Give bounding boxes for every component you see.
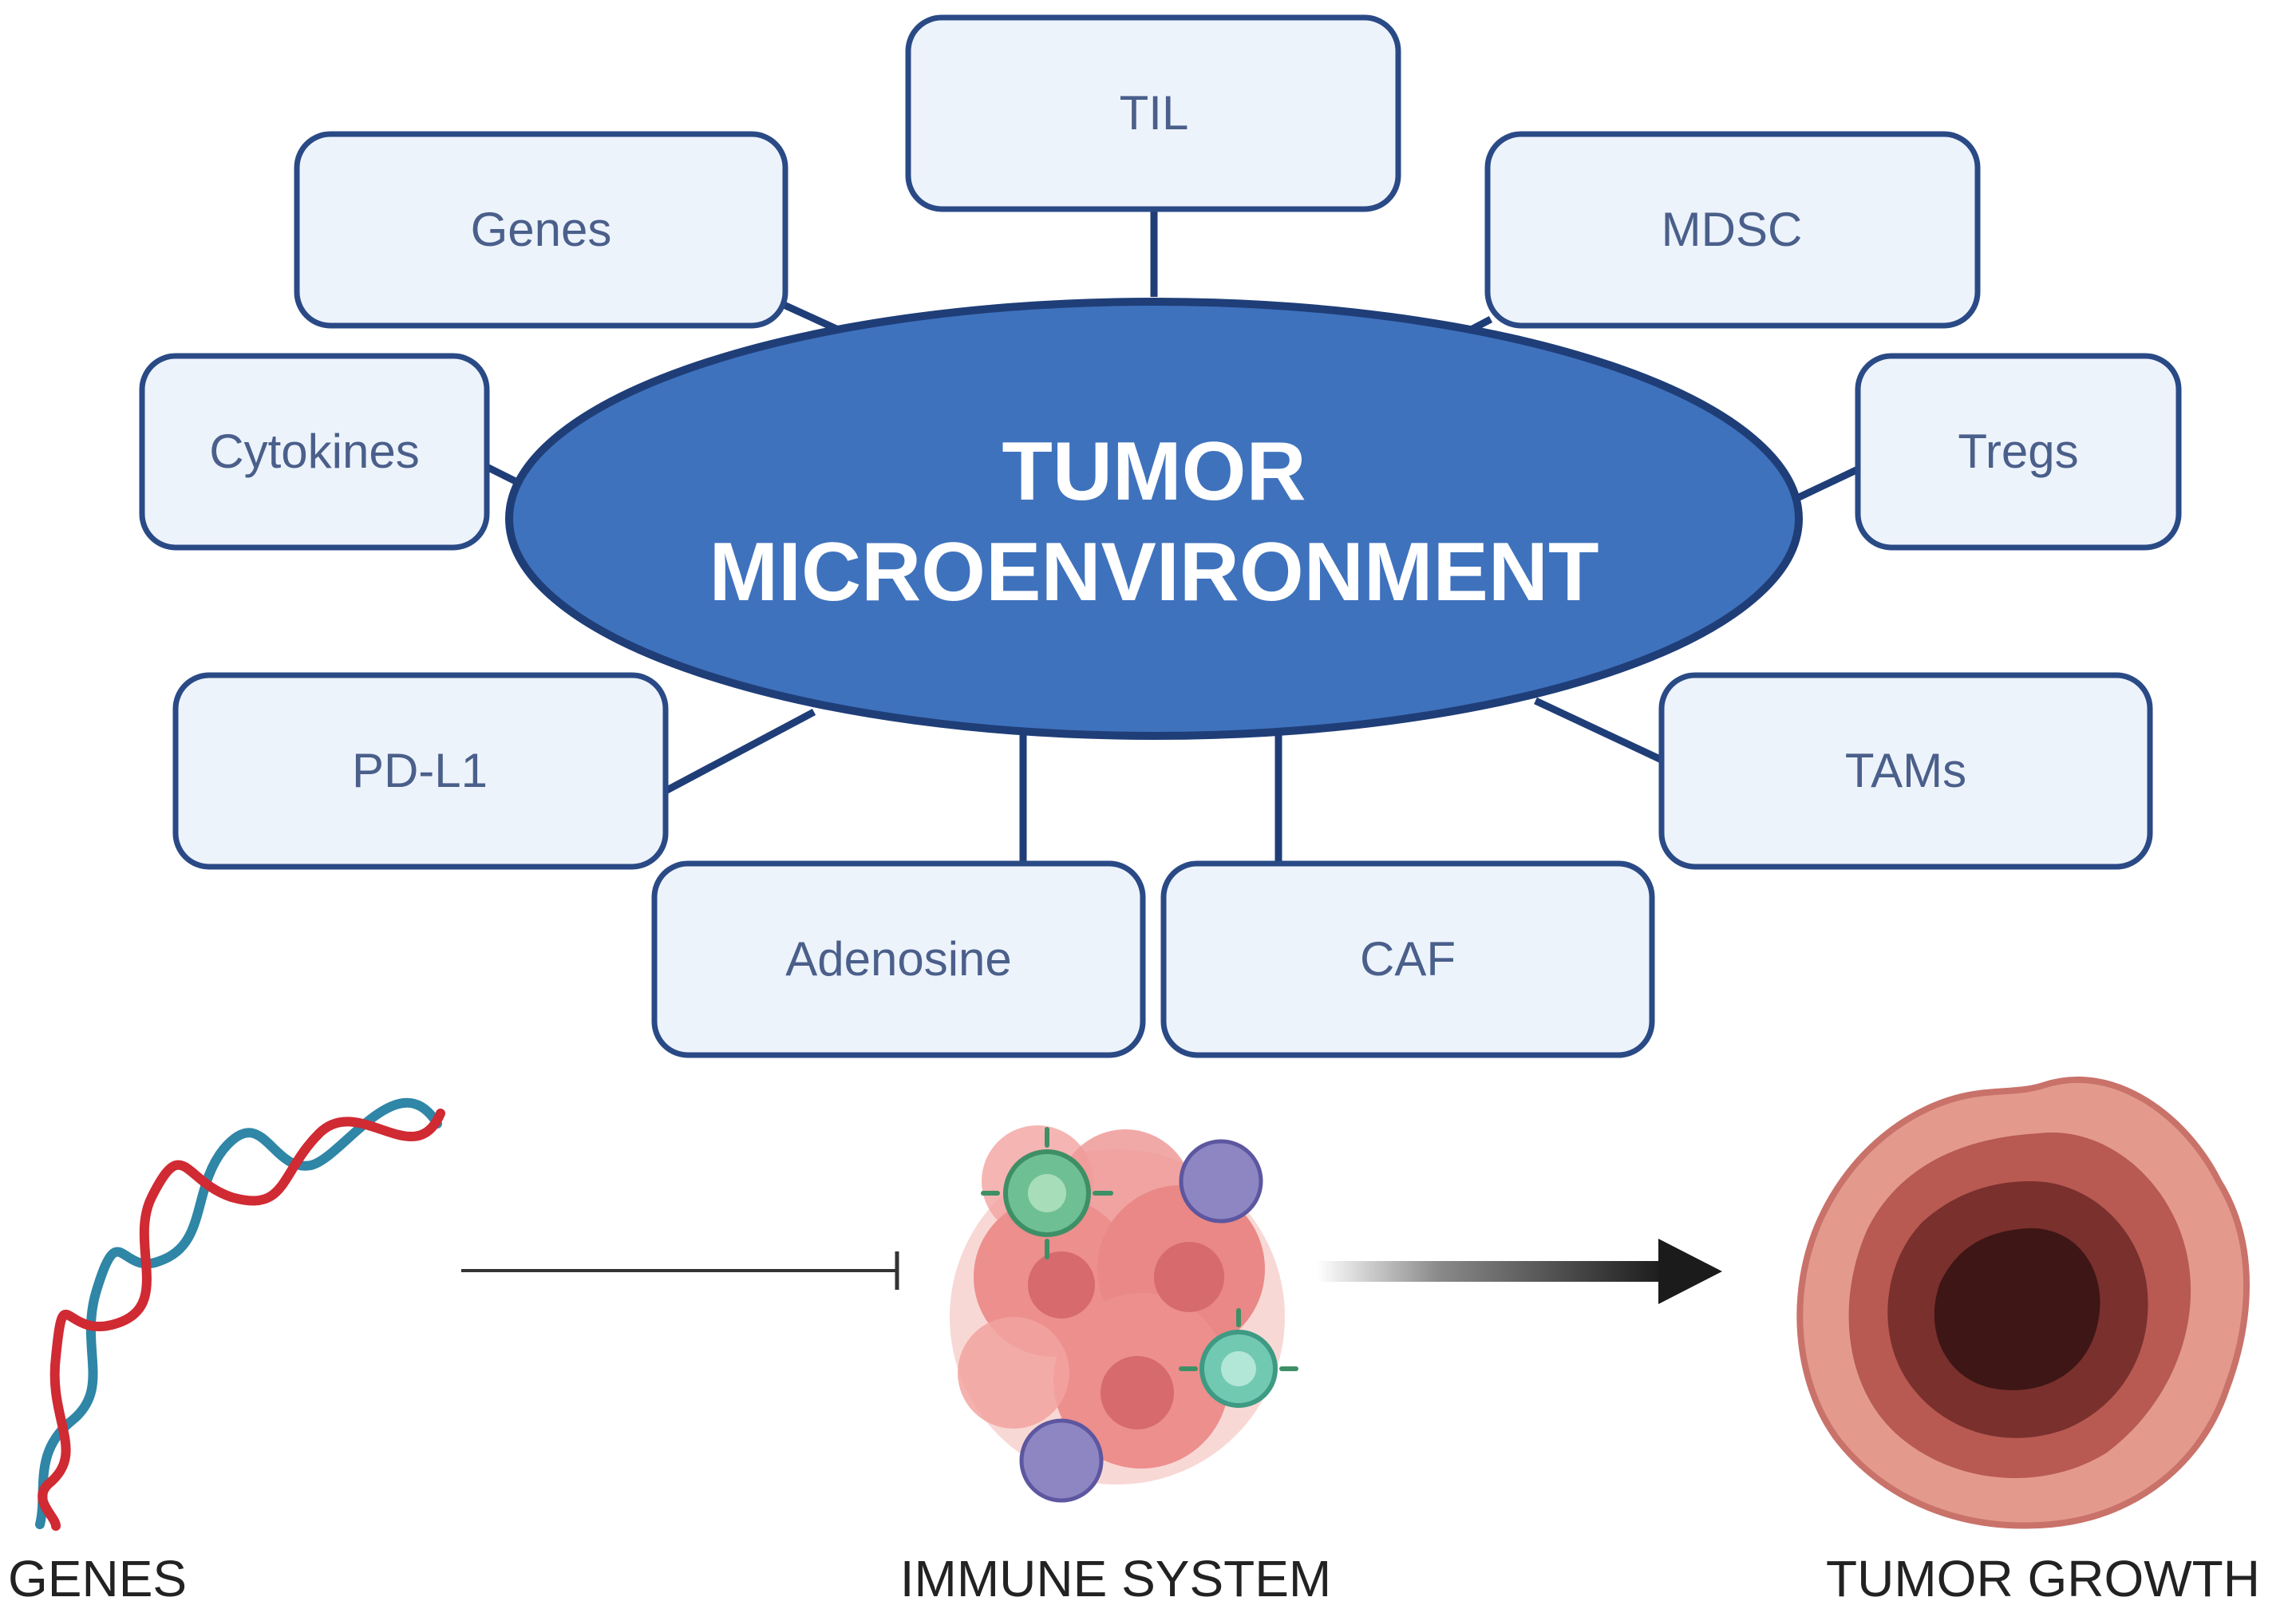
node-mdsc: MDSC — [1484, 131, 1981, 329]
connector-genes — [779, 299, 838, 333]
dna-strand-blue — [35, 1097, 442, 1529]
node-til: TIL — [905, 14, 1401, 212]
node-tregs-label: Tregs — [1958, 425, 2078, 478]
node-pdl1: PD-L1 — [172, 672, 669, 870]
center-node: TUMOR MICROENVIRONMENT — [505, 298, 1803, 740]
connector-tams — [1534, 697, 1663, 764]
node-caf: CAF — [1160, 860, 1655, 1058]
node-tams-label: TAMs — [1845, 744, 1966, 797]
bottom-label-genes: GENES — [8, 1550, 187, 1607]
node-genes-label: Genes — [471, 203, 612, 256]
node-pdl1-label: PD-L1 — [352, 744, 488, 797]
node-adenosine: Adenosine — [651, 860, 1146, 1058]
node-tregs: Tregs — [1855, 353, 2182, 551]
node-til-label: TIL — [1120, 86, 1189, 140]
node-caf-label: CAF — [1360, 932, 1456, 986]
connector-cytokines — [483, 462, 520, 486]
factor-nodes: TIL Genes MDSC Cytokines Tregs PD-L1 TAM… — [139, 14, 2182, 1058]
connector-tregs — [1794, 465, 1859, 503]
macrophage-purple-top — [1179, 1139, 1263, 1224]
macrophage-purple-bottom — [1019, 1418, 1104, 1503]
node-cytokines-label: Cytokines — [209, 425, 419, 478]
tumor-icon — [1796, 1076, 2250, 1529]
bottom-label-immune-system: IMMUNE SYSTEM — [900, 1550, 1331, 1607]
inhibition-arrow — [461, 1251, 899, 1290]
node-tams: TAMs — [1658, 672, 2153, 870]
promotion-arrow — [1317, 1239, 1722, 1304]
center-title-line1: TUMOR — [1002, 425, 1306, 518]
center-ellipse — [505, 298, 1803, 740]
bottom-label-tumor-growth: TUMOR GROWTH — [1826, 1550, 2260, 1607]
node-genes: Genes — [294, 131, 788, 329]
node-adenosine-label: Adenosine — [785, 932, 1012, 986]
dna-helix-icon — [35, 1097, 445, 1531]
node-mdsc-label: MDSC — [1662, 203, 1803, 256]
center-title-line2: MICROENVIRONMENT — [709, 526, 1599, 619]
dna-strand-red — [38, 1109, 445, 1531]
connectors — [483, 209, 1859, 862]
connector-pdl1 — [662, 709, 816, 795]
node-cytokines: Cytokines — [139, 353, 490, 551]
immune-system-icon — [950, 1125, 1298, 1503]
